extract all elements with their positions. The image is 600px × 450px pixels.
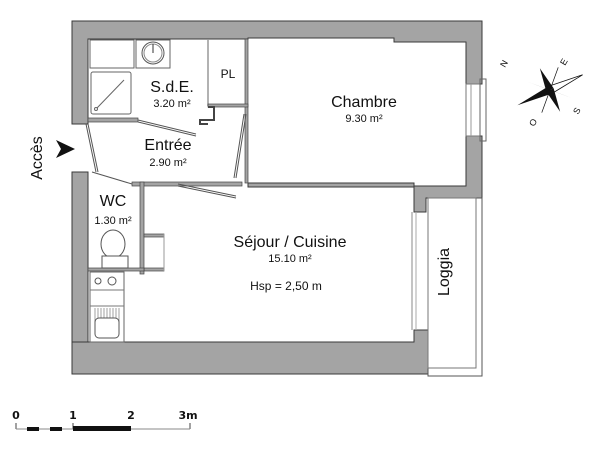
room-name-sde: S.d.E.: [150, 79, 194, 96]
storage-cabinet: [89, 39, 135, 69]
sejour-window: [411, 212, 417, 330]
wall-top: [71, 20, 483, 125]
compass-s: S: [571, 106, 583, 116]
room-name-loggia: Loggia: [436, 248, 453, 296]
walls: [71, 20, 483, 375]
wall-bottom-band: [71, 329, 429, 375]
doors: [85, 113, 247, 199]
compass-n: N: [498, 58, 510, 69]
room-area-sde: 3.20 m²: [153, 98, 191, 110]
access-indicator: Accès: [29, 136, 75, 180]
room-name-chambre: Chambre: [331, 94, 397, 111]
room-area-sejour: 15.10 m²: [268, 253, 312, 265]
compass-rose-icon: [517, 67, 583, 113]
chambre-window: [465, 78, 487, 142]
scale-tick-0: 0: [12, 409, 20, 422]
room-name-wc: WC: [100, 193, 127, 210]
scale-bar: 0 1 2 3m: [12, 409, 198, 431]
compass-e: E: [558, 57, 570, 67]
room-area-entree: 2.90 m²: [149, 157, 187, 169]
wall-chambre-sejour: [247, 182, 415, 188]
interior-walls: [87, 38, 249, 275]
room-name-entree: Entrée: [144, 137, 191, 154]
room-labels: S.d.E. 3.20 m² PL Chambre 9.30 m² Entrée…: [94, 67, 453, 296]
access-arrow-icon: [56, 140, 75, 158]
wall-right-chambre: [413, 135, 483, 213]
toilet: [100, 229, 129, 269]
fixtures: [89, 39, 171, 343]
room-area-wc: 1.30 m²: [94, 215, 132, 227]
compass-o: O: [527, 117, 539, 128]
scale-tick-2: 2: [127, 409, 135, 422]
room-name-sejour: Séjour / Cuisine: [234, 234, 347, 251]
ceiling-height: Hsp = 2,50 m: [250, 279, 322, 293]
room-area-chambre: 9.30 m²: [345, 113, 383, 125]
compass-labels: N E S O: [498, 57, 583, 128]
room-name-pl: PL: [221, 67, 236, 81]
scale-tick-3m: 3m: [178, 409, 197, 422]
scale-tick-1: 1: [69, 409, 77, 422]
access-label: Accès: [29, 136, 46, 180]
kitchenette: [89, 271, 125, 343]
loggia-outline: [427, 197, 483, 377]
wall-left-lower: [71, 171, 89, 359]
